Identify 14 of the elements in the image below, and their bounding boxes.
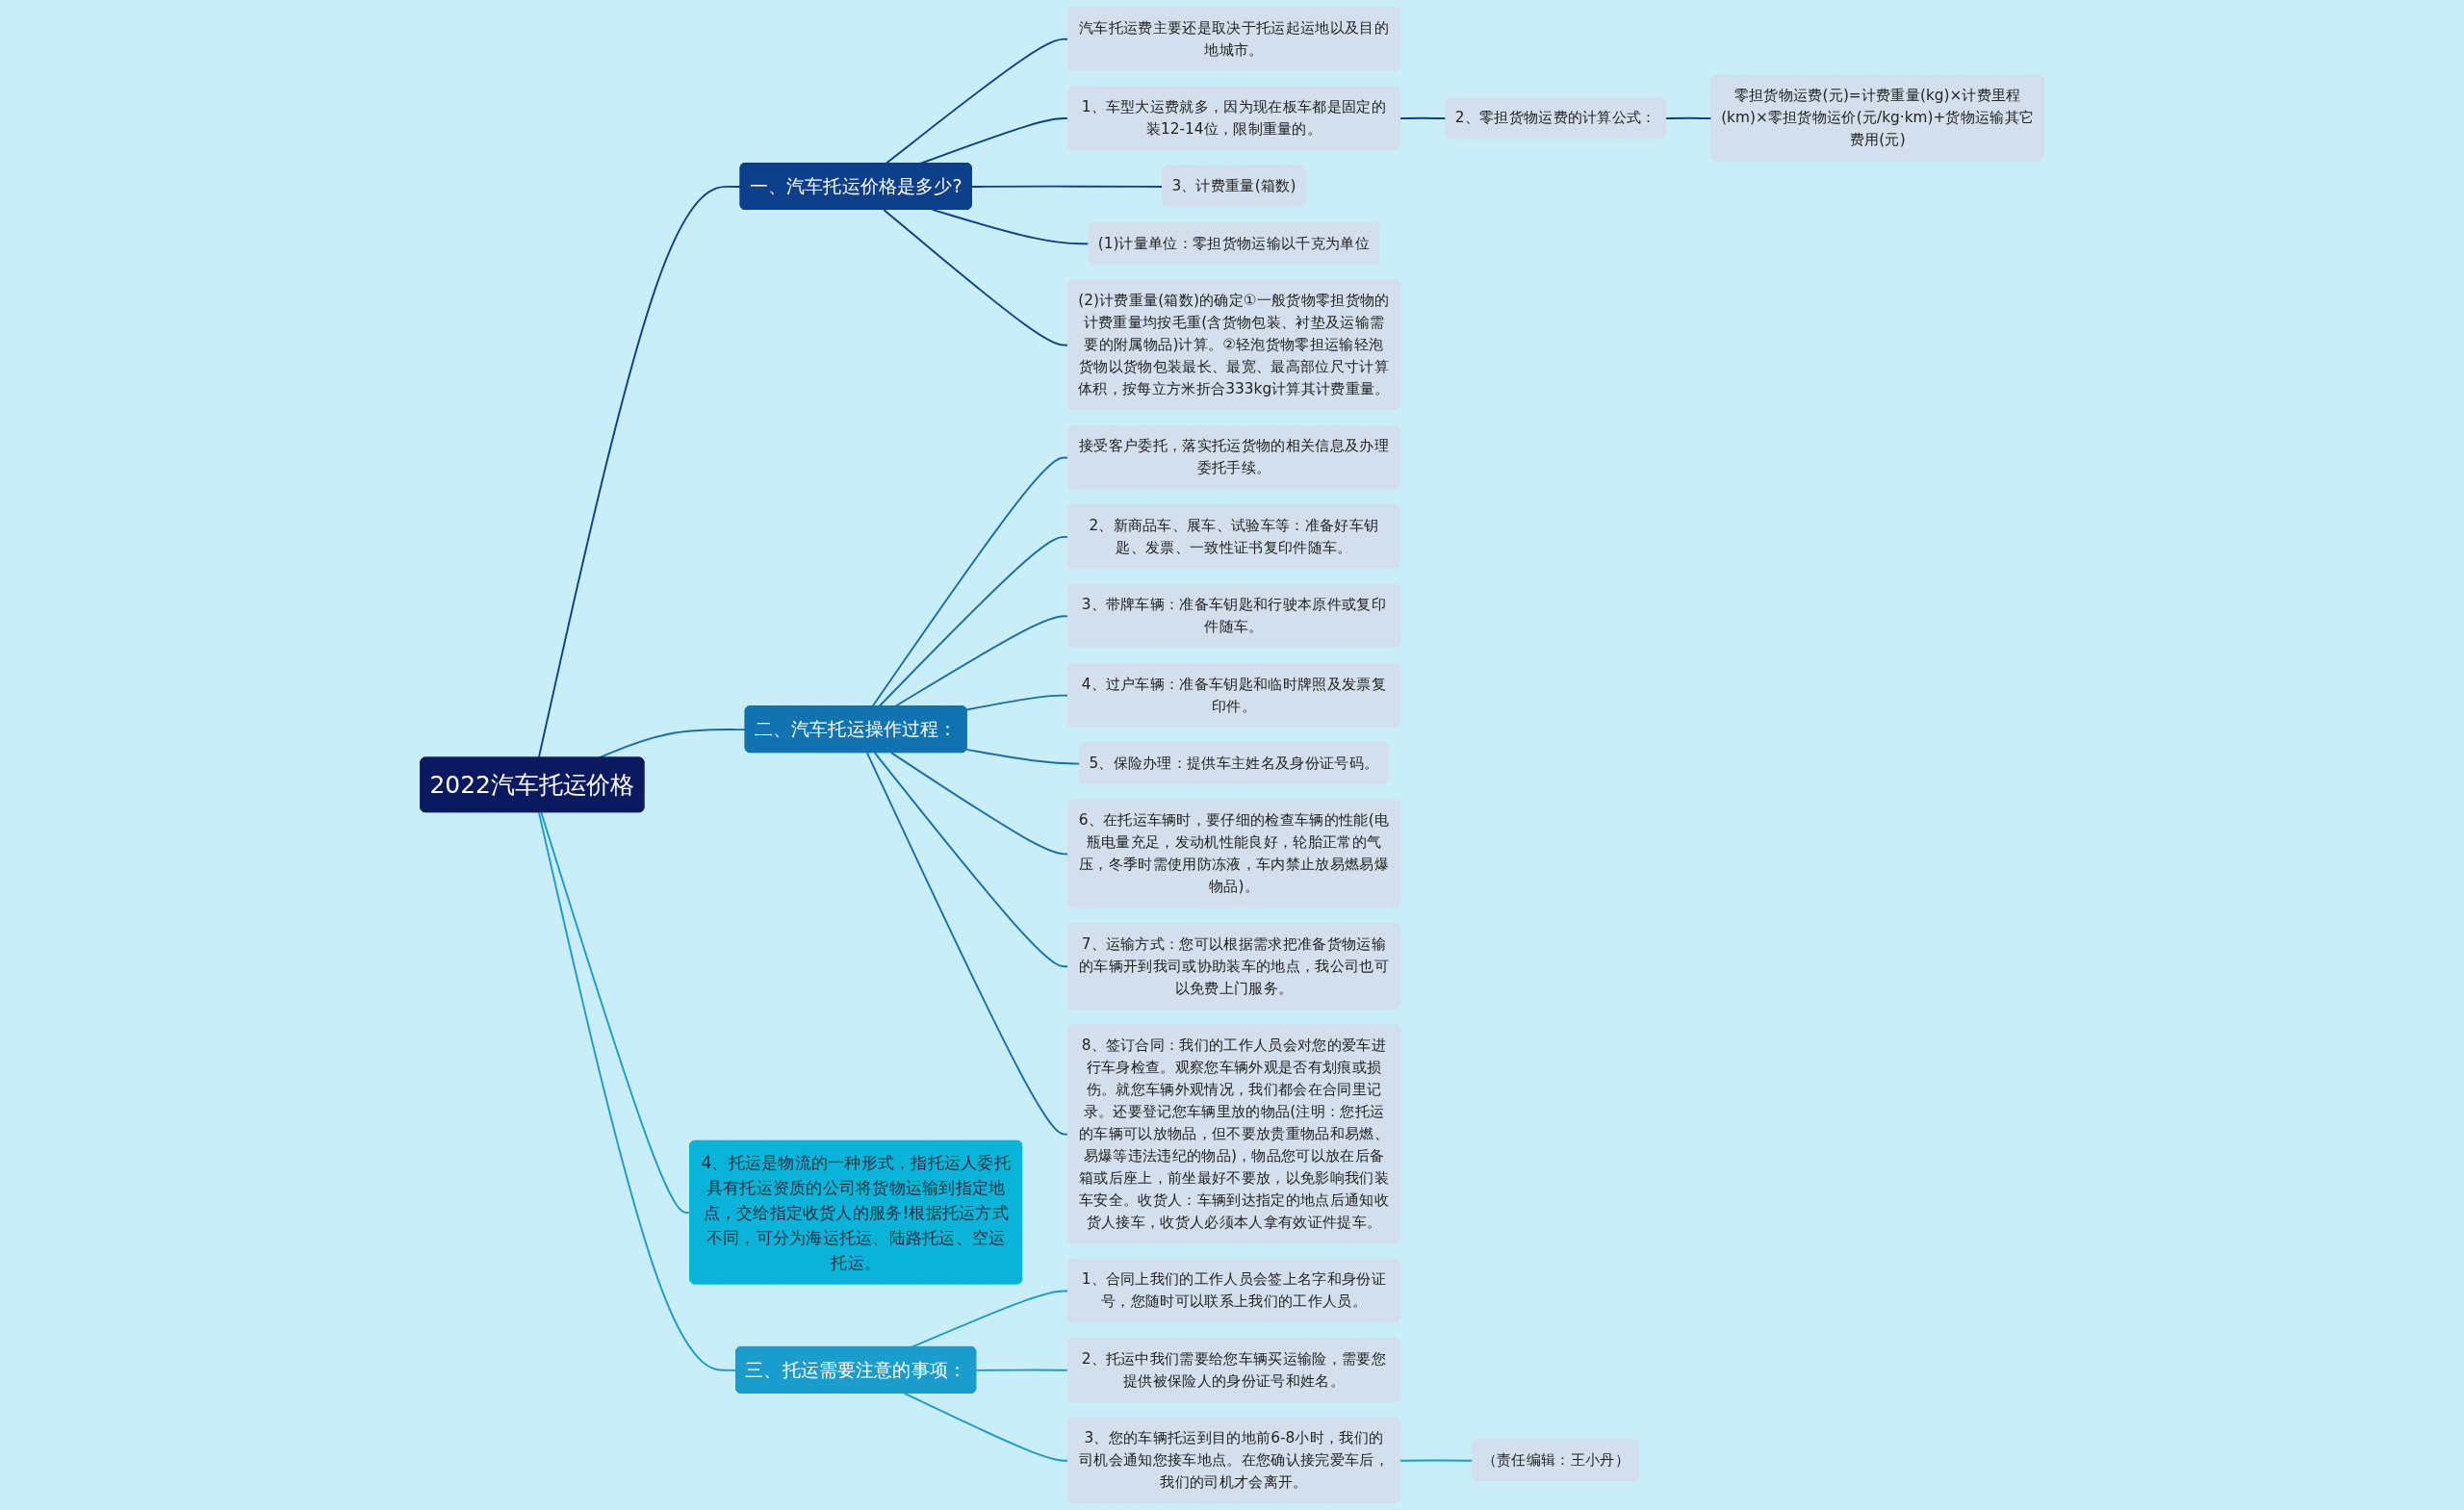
- connector: [885, 38, 1069, 165]
- connector: [1399, 1459, 1475, 1462]
- connector: [903, 1392, 1069, 1462]
- connector: [931, 208, 1091, 245]
- connector: [883, 208, 1069, 346]
- connector: [965, 694, 1069, 711]
- connector: [537, 185, 742, 759]
- connector: [1664, 116, 1713, 120]
- connector: [975, 1369, 1069, 1371]
- connector: [1399, 116, 1448, 120]
- connector: [865, 752, 1069, 1136]
- connector: [873, 752, 1069, 968]
- connector: [890, 752, 1069, 856]
- connector: [919, 117, 1069, 165]
